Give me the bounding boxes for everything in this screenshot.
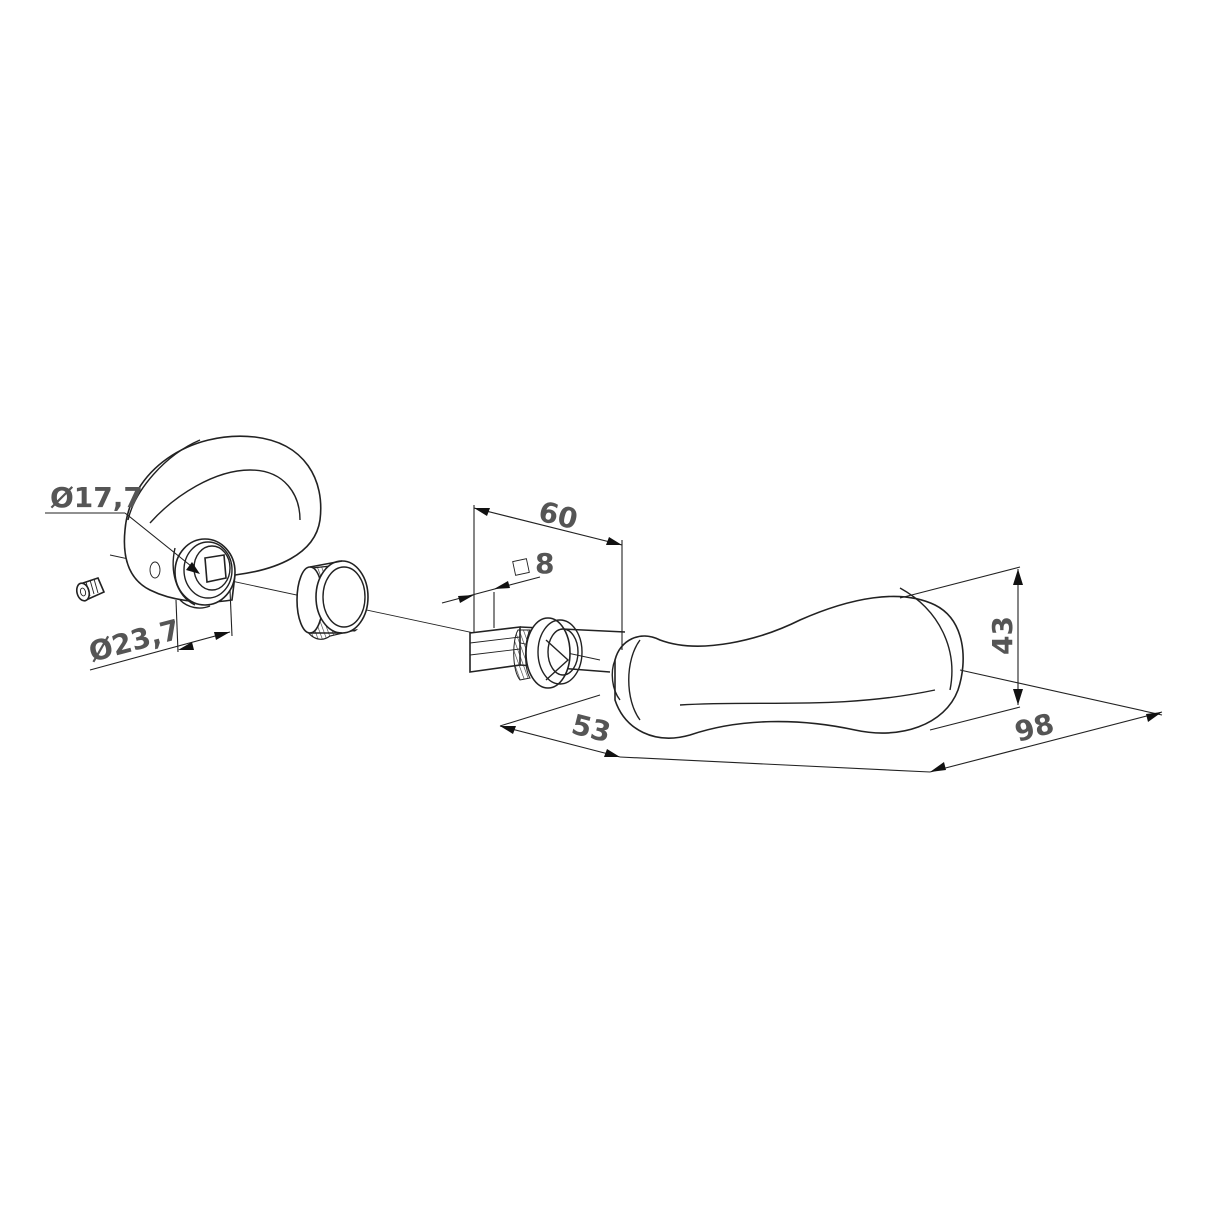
dim-spindle-exposed: [499, 694, 621, 758]
label-spindle-exposed: 53: [568, 708, 614, 749]
label-dia-inner: Ø17,7: [50, 481, 143, 514]
label-dia-outer: Ø23,7: [85, 613, 183, 669]
rose-knob: [123, 435, 322, 609]
dim-dia-outer: [89, 589, 233, 671]
label-handle-length: 98: [1011, 707, 1057, 749]
dim-square: [441, 558, 541, 628]
label-spindle-length: 60: [535, 495, 581, 536]
label-square: 8: [535, 547, 554, 580]
lever-handle: [611, 587, 964, 739]
spindle-assembly: [469, 617, 626, 689]
dim-handle-height: [899, 566, 1023, 731]
grub-screw: [75, 577, 106, 602]
dim-dia-inner: [45, 512, 200, 574]
dim-spindle-length: [473, 505, 623, 650]
label-handle-height: 43: [986, 616, 1019, 655]
knurled-ring: [296, 560, 369, 640]
dim-handle-length: [619, 669, 1163, 773]
